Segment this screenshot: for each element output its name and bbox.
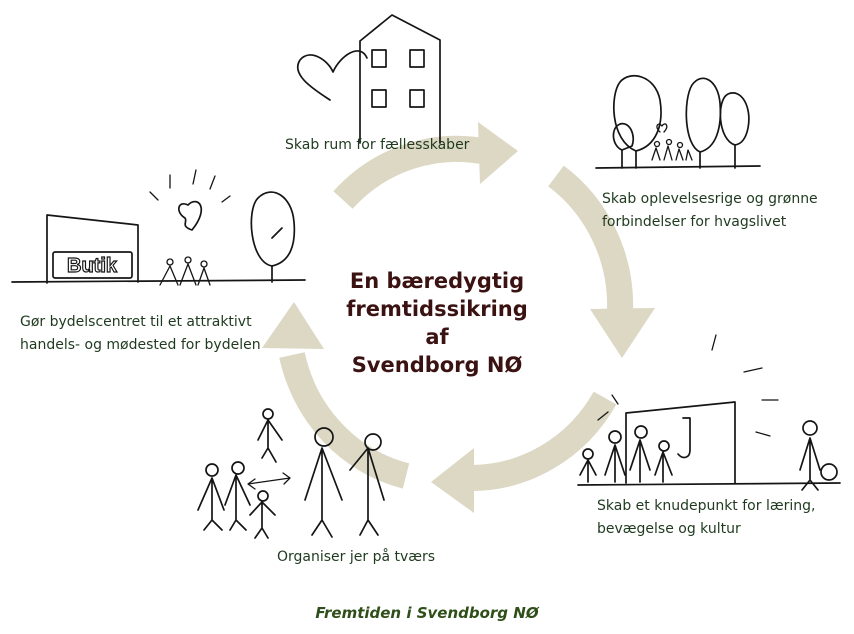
arrow-head-4 (262, 302, 324, 349)
cycle-segment-3 (431, 391, 617, 513)
center-title: En bæredygtig fremtidssikring af Svendbo… (337, 267, 537, 379)
center-title-line-2: fremtidssikring af (346, 297, 528, 349)
shop-icon: Butik (11, 169, 306, 286)
arrow-head-3 (431, 448, 474, 513)
shop-sign: Butik (67, 255, 118, 277)
center-title-line-1: En bæredygtig (349, 269, 525, 293)
cycle-segment-2 (547, 165, 655, 358)
arrow-head-2 (590, 308, 655, 358)
footer-caption: Fremtiden i Svendborg NØ (315, 604, 539, 622)
cycle-segment-1 (333, 122, 518, 209)
center-title-line-3: Svendborg NØ (351, 353, 523, 377)
arrow-head-1 (478, 122, 518, 184)
sports-hub-icon (577, 334, 841, 491)
step-label-center: Gør bydelscentret til et attraktivt hand… (20, 314, 261, 353)
step-label-hub: Skab et knudepunkt for læring, bevægelse… (597, 498, 816, 537)
trees-icon (595, 74, 761, 169)
step-label-organise: Organiser jer på tværs (277, 549, 436, 565)
people-group-icon (197, 408, 385, 539)
step-label-community: Skab rum for fællesskaber (285, 137, 470, 153)
house-heart-icon (297, 14, 441, 144)
step-label-green: Skab oplevelsesrige og grønne forbindels… (602, 191, 818, 230)
